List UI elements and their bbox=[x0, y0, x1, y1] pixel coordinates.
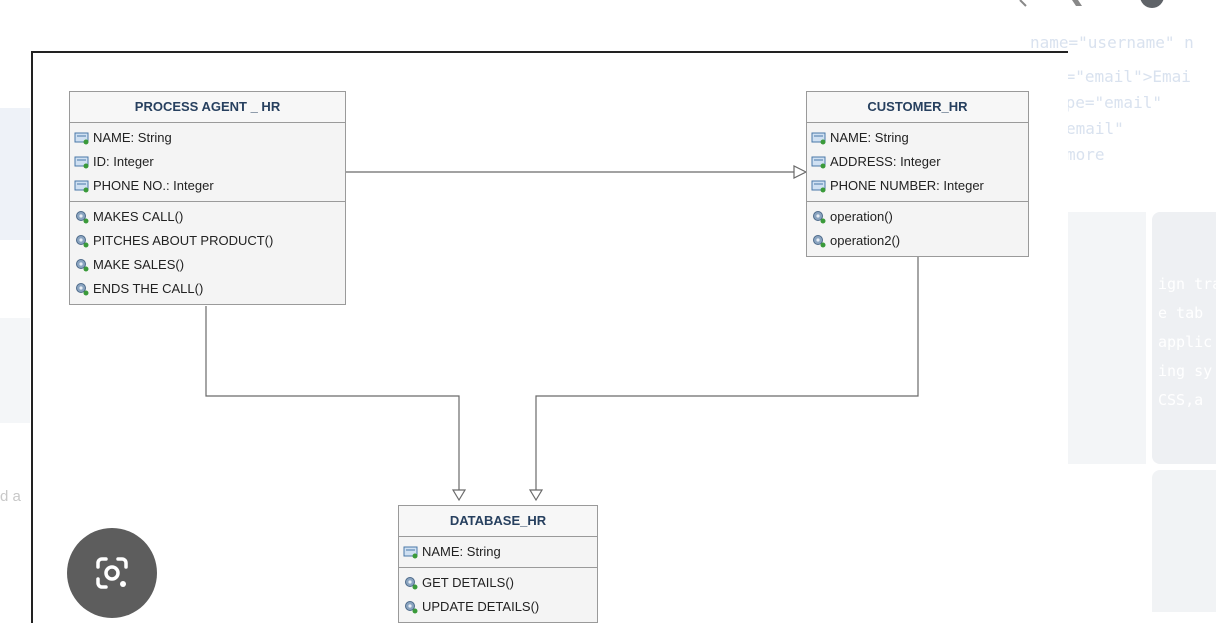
operation-row: MAKES CALL() bbox=[74, 205, 345, 229]
operation-row: PITCHES ABOUT PRODUCT() bbox=[74, 229, 345, 253]
operation-label: MAKES CALL() bbox=[93, 209, 184, 224]
bg-code-line: r="email">Emai bbox=[1056, 67, 1191, 86]
attribute-label: NAME: String bbox=[93, 130, 172, 145]
operation-label: ENDS THE CALL() bbox=[93, 281, 204, 296]
attributes-section: NAME: String bbox=[399, 537, 597, 568]
arrowhead-database-left bbox=[451, 489, 467, 502]
field-icon bbox=[811, 132, 826, 145]
class-title: CUSTOMER_HR bbox=[807, 92, 1028, 123]
camera-search-icon bbox=[96, 557, 128, 589]
bg-editor-line: CSS,a bbox=[1158, 391, 1204, 409]
attribute-label: ADDRESS: Integer bbox=[830, 154, 941, 169]
attribute-label: PHONE NUMBER: Integer bbox=[830, 178, 984, 193]
attribute-label: NAME: String bbox=[830, 130, 909, 145]
operation-label: UPDATE DETAILS() bbox=[422, 599, 540, 614]
bg-editor-line: ign tra bbox=[1158, 275, 1216, 293]
operation-row: GET DETAILS() bbox=[403, 571, 597, 595]
arrowhead-customer bbox=[793, 165, 808, 179]
association-line-agent-database bbox=[205, 306, 460, 490]
operation-row: operation() bbox=[811, 205, 1028, 229]
bg-editor-line: e tab bbox=[1158, 304, 1204, 322]
bg-editor: ign tra e tab applic ing sy CSS,a bbox=[1152, 212, 1216, 464]
attribute-row: ID: Integer bbox=[74, 150, 345, 174]
operation-label: operation2() bbox=[830, 233, 901, 248]
profile-icon bbox=[1140, 0, 1164, 8]
class-database[interactable]: DATABASE_HR NAME: String GET DETAILS() U… bbox=[398, 505, 598, 623]
operation-label: GET DETAILS() bbox=[422, 575, 514, 590]
bg-code-line: name="username" n bbox=[1030, 33, 1194, 52]
share-icon bbox=[1019, 0, 1027, 7]
operation-row: MAKE SALES() bbox=[74, 253, 345, 277]
field-icon bbox=[74, 156, 89, 169]
attribute-row: NAME: String bbox=[403, 540, 597, 564]
attribute-row: PHONE NO.: Integer bbox=[74, 174, 345, 198]
attributes-section: NAME: String ID: Integer PHONE NO.: Inte… bbox=[70, 123, 345, 202]
operations-section: operation() operation2() bbox=[807, 202, 1028, 256]
class-title: DATABASE_HR bbox=[399, 506, 597, 537]
method-icon bbox=[813, 211, 826, 224]
method-icon bbox=[76, 211, 89, 224]
operation-row: operation2() bbox=[811, 229, 1028, 253]
attribute-label: ID: Integer bbox=[93, 154, 154, 169]
method-icon bbox=[76, 235, 89, 248]
field-icon bbox=[811, 180, 826, 193]
bg-editor-lower bbox=[1152, 470, 1216, 612]
operations-section: MAKES CALL() PITCHES ABOUT PRODUCT() MAK… bbox=[70, 202, 345, 304]
method-icon bbox=[405, 577, 418, 590]
bg-left-panel-lower bbox=[0, 318, 30, 423]
method-icon bbox=[813, 235, 826, 248]
class-title: PROCESS AGENT _ HR bbox=[70, 92, 345, 123]
method-icon bbox=[76, 259, 89, 272]
field-icon bbox=[74, 180, 89, 193]
bg-thumbnail bbox=[1066, 212, 1146, 464]
field-icon bbox=[811, 156, 826, 169]
field-icon bbox=[74, 132, 89, 145]
star-icon bbox=[1072, 0, 1082, 6]
operations-section: GET DETAILS() UPDATE DETAILS() bbox=[399, 568, 597, 622]
bg-left-panel bbox=[0, 108, 30, 240]
lens-search-button[interactable] bbox=[67, 528, 157, 618]
bg-editor-line: applic bbox=[1158, 333, 1213, 351]
operation-row: ENDS THE CALL() bbox=[74, 277, 345, 301]
class-customer[interactable]: CUSTOMER_HR NAME: String ADDRESS: Intege… bbox=[806, 91, 1029, 257]
bg-code-line: more bbox=[1066, 145, 1105, 164]
attributes-section: NAME: String ADDRESS: Integer PHONE NUMB… bbox=[807, 123, 1028, 202]
bg-code-line: ype="email" bbox=[1056, 93, 1162, 112]
attribute-label: NAME: String bbox=[422, 544, 501, 559]
attribute-row: NAME: String bbox=[811, 126, 1028, 150]
bg-code-line: email" bbox=[1066, 119, 1124, 138]
bg-top-icons bbox=[1019, 0, 1164, 8]
operation-row: UPDATE DETAILS() bbox=[403, 595, 597, 619]
attribute-row: ADDRESS: Integer bbox=[811, 150, 1028, 174]
bg-right-code: name="username" n r="email">Emai ype="em… bbox=[1030, 30, 1216, 168]
field-icon bbox=[403, 546, 418, 559]
class-process-agent[interactable]: PROCESS AGENT _ HR NAME: String ID: Inte… bbox=[69, 91, 346, 305]
operation-label: MAKE SALES() bbox=[93, 257, 185, 272]
operation-label: operation() bbox=[830, 209, 893, 224]
arrowhead-database-right bbox=[528, 489, 544, 502]
bg-editor-line: ing sy bbox=[1158, 362, 1213, 380]
association-line-customer-database bbox=[535, 256, 919, 490]
bg-left-text: d a bbox=[0, 488, 21, 505]
attribute-row: PHONE NUMBER: Integer bbox=[811, 174, 1028, 198]
method-icon bbox=[76, 283, 89, 296]
attribute-row: NAME: String bbox=[74, 126, 345, 150]
operation-label: PITCHES ABOUT PRODUCT() bbox=[93, 233, 274, 248]
attribute-label: PHONE NO.: Integer bbox=[93, 178, 214, 193]
